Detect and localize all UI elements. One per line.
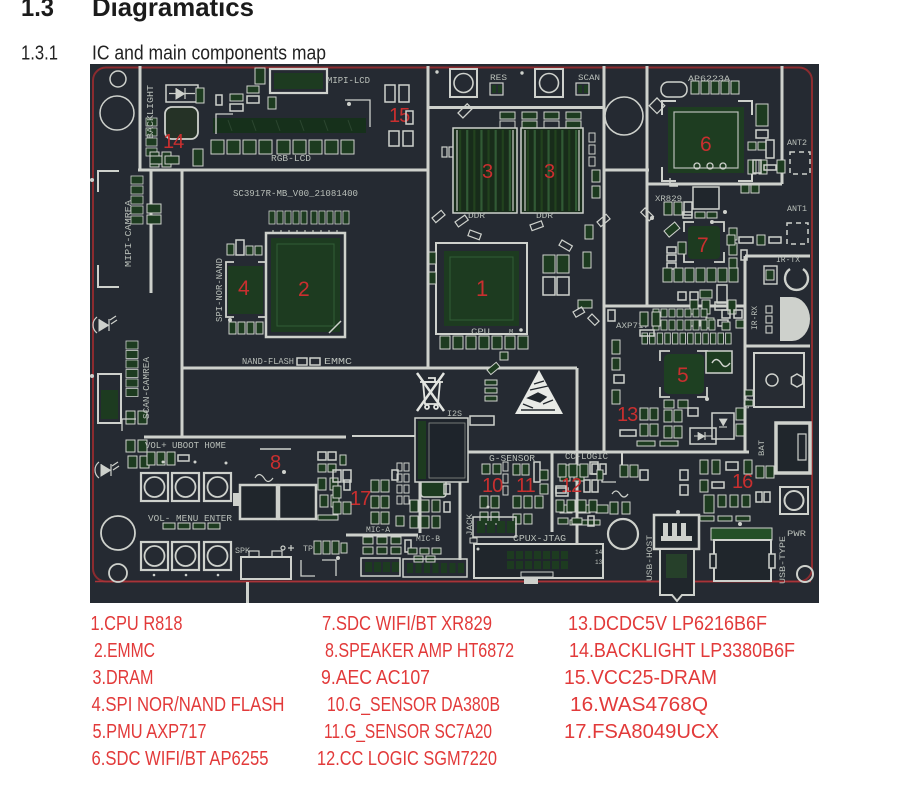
svg-text:SPI-NOR-NAND: SPI-NOR-NAND — [215, 258, 225, 322]
svg-text:DDR: DDR — [536, 212, 553, 221]
svg-text:11: 11 — [516, 475, 536, 497]
svg-text:3.DRAM: 3.DRAM — [93, 666, 154, 689]
svg-text:1.CPU R818: 1.CPU R818 — [91, 612, 183, 635]
svg-text:USB-HOST: USB-HOST — [645, 535, 655, 581]
svg-text:10.G_SENSOR DA380B: 10.G_SENSOR DA380B — [327, 693, 500, 716]
svg-text:7: 7 — [697, 234, 708, 257]
svg-text:BAT: BAT — [758, 440, 767, 456]
svg-text:IR-TX: IR-TX — [776, 256, 800, 265]
svg-text:MIPI-LCD: MIPI-LCD — [327, 76, 370, 86]
svg-text:7.SDC WIFI/BT XR829: 7.SDC WIFI/BT XR829 — [322, 612, 492, 635]
svg-text:Diagramatics: Diagramatics — [92, 0, 254, 22]
svg-text:17.FSA8049UCX: 17.FSA8049UCX — [564, 720, 719, 743]
svg-text:16: 16 — [732, 471, 753, 493]
svg-text:XR829: XR829 — [655, 195, 682, 204]
svg-text:CPU: CPU — [471, 328, 490, 337]
svg-text:12.CC LOGIC SGM7220: 12.CC LOGIC SGM7220 — [317, 747, 497, 770]
svg-text:I2S: I2S — [447, 410, 462, 419]
svg-text:14.BACKLIGHT LP3380B6F: 14.BACKLIGHT LP3380B6F — [569, 639, 795, 662]
svg-text:13.DCDC5V LP6216B6F: 13.DCDC5V LP6216B6F — [568, 612, 767, 635]
svg-text:17: 17 — [350, 488, 371, 510]
svg-text:VOL- MENU ENTER: VOL- MENU ENTER — [148, 514, 233, 524]
svg-text:G-SENSOR: G-SENSOR — [489, 454, 536, 464]
svg-text:8: 8 — [270, 452, 281, 474]
svg-text:EMMC: EMMC — [324, 356, 352, 367]
svg-text:13: 13 — [595, 559, 603, 566]
svg-text:IC and main components map: IC and main components map — [92, 43, 326, 65]
svg-text:4.SPI NOR/NAND FLASH: 4.SPI NOR/NAND FLASH — [92, 693, 285, 716]
svg-text:1.3: 1.3 — [21, 0, 54, 22]
svg-text:M: M — [509, 329, 513, 337]
svg-text:AP6223A: AP6223A — [688, 75, 730, 84]
svg-text:3: 3 — [544, 161, 555, 183]
svg-text:1.3.1: 1.3.1 — [21, 43, 58, 65]
svg-text:4: 4 — [238, 277, 250, 300]
svg-text:ANT1: ANT1 — [787, 205, 807, 214]
svg-text:9.AEC AC107: 9.AEC AC107 — [321, 666, 430, 689]
svg-text:BACKLIGHT: BACKLIGHT — [146, 84, 156, 139]
svg-text:14: 14 — [163, 131, 184, 153]
svg-text:MIC-A: MIC-A — [366, 526, 390, 535]
svg-text:VOL+ UBOOT HOME: VOL+ UBOOT HOME — [145, 441, 226, 451]
svg-text:10: 10 — [482, 475, 503, 497]
svg-text:2: 2 — [298, 278, 309, 301]
svg-text:13: 13 — [617, 404, 638, 426]
svg-text:11.G_SENSOR SC7A20: 11.G_SENSOR SC7A20 — [324, 720, 492, 743]
svg-text:NAND-FLASH: NAND-FLASH — [242, 356, 294, 367]
svg-text:JACK: JACK — [466, 514, 475, 536]
svg-text:3: 3 — [482, 161, 493, 183]
svg-text:IR-RX: IR-RX — [751, 306, 760, 330]
svg-text:ANT2: ANT2 — [787, 139, 807, 148]
svg-text:15.VCC25-DRAM: 15.VCC25-DRAM — [564, 666, 717, 689]
svg-text:SPK-: SPK- — [235, 546, 255, 556]
svg-text:SCAN-CAMREA: SCAN-CAMREA — [142, 356, 152, 419]
svg-text:PWR: PWR — [787, 529, 806, 539]
svg-text:6: 6 — [700, 133, 711, 156]
svg-text:14: 14 — [595, 549, 603, 556]
svg-text:RGB-LCD: RGB-LCD — [271, 154, 311, 164]
svg-text:MIPI-CAMREA: MIPI-CAMREA — [124, 199, 134, 267]
svg-text:16.WAS4768Q: 16.WAS4768Q — [570, 693, 708, 716]
svg-text:6.SDC WIFI/BT AP6255: 6.SDC WIFI/BT AP6255 — [92, 747, 269, 770]
svg-text:5.PMU AXP717: 5.PMU AXP717 — [93, 720, 207, 743]
svg-text:USB-TYPE: USB-TYPE — [778, 536, 788, 584]
svg-text:CC-LOGIC: CC-LOGIC — [565, 452, 609, 462]
svg-text:CPUX-JTAG: CPUX-JTAG — [513, 534, 566, 544]
svg-text:TP: TP — [303, 544, 313, 554]
svg-text:SC3917R-MB_V00_21081400: SC3917R-MB_V00_21081400 — [233, 188, 358, 199]
svg-text:DDR: DDR — [468, 212, 485, 221]
svg-text:SCAN: SCAN — [578, 74, 600, 83]
svg-text:2.EMMC: 2.EMMC — [94, 639, 155, 662]
svg-text:1: 1 — [476, 276, 488, 301]
svg-text:MIC-B: MIC-B — [416, 535, 440, 544]
svg-text:RES: RES — [490, 74, 507, 83]
svg-text:AXP717: AXP717 — [616, 321, 649, 331]
svg-text:8.SPEAKER AMP HT6872: 8.SPEAKER AMP HT6872 — [325, 639, 514, 662]
svg-text:5: 5 — [677, 364, 688, 387]
